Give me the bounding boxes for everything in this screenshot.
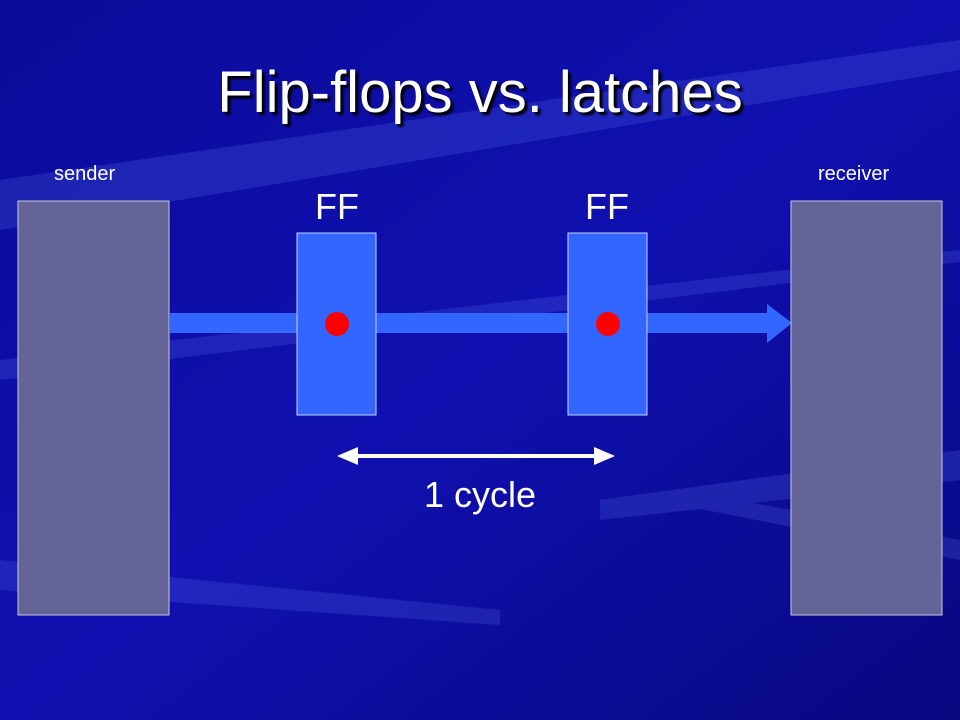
sender-label: sender — [54, 163, 116, 185]
receiver-label: receiver — [818, 163, 890, 185]
receiver-block — [790, 200, 943, 616]
cycle-label: 1 cycle — [423, 474, 537, 515]
data-path-arrowhead — [767, 304, 792, 343]
data-path-segment-1 — [170, 313, 298, 333]
slide-title: Flip-flops vs. latches — [217, 60, 743, 125]
flipflop-1-clock-dot — [325, 312, 349, 336]
sender-block — [17, 200, 170, 616]
data-path-segment-2 — [376, 313, 569, 333]
flipflop-2-clock-dot — [596, 312, 620, 336]
flipflop-2-label: FF — [585, 186, 629, 227]
data-path-segment-3 — [647, 313, 769, 333]
flipflop-1-label: FF — [315, 186, 359, 227]
cycle-double-arrow — [337, 447, 615, 465]
